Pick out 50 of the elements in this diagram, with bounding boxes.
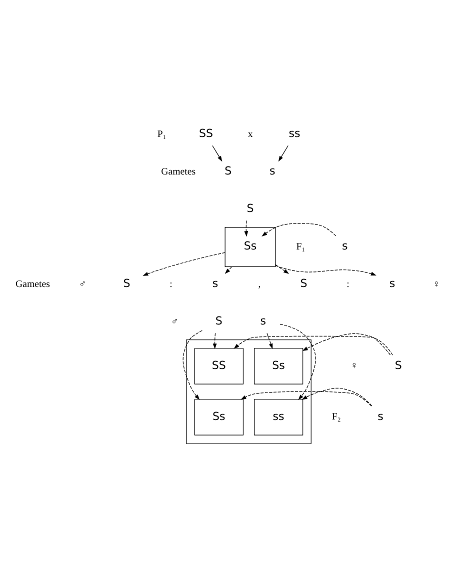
arrow — [302, 388, 372, 406]
arrow — [240, 391, 372, 406]
cluster — [186, 339, 312, 444]
label: x — [248, 128, 253, 140]
label: P₁ — [157, 128, 166, 140]
arrow — [142, 252, 226, 276]
label: ♂ — [171, 316, 178, 328]
node-box: ss — [254, 399, 304, 436]
node-text: S — [246, 202, 254, 216]
node-text: S — [300, 277, 308, 290]
node-box: SS — [194, 348, 244, 384]
arrow — [182, 330, 202, 400]
label: ♀ — [432, 278, 440, 290]
node-text: SS — [199, 127, 214, 140]
node-text: s — [270, 164, 276, 178]
node-box: Ss — [254, 348, 304, 384]
label: F₂ — [332, 412, 341, 423]
label: : — [346, 278, 350, 290]
label: Gametes — [16, 278, 50, 290]
label: : — [170, 278, 172, 290]
arrow — [244, 220, 248, 237]
label: F₁ — [296, 241, 306, 252]
cluster — [224, 227, 276, 267]
arrow — [224, 266, 232, 274]
node-box: Ss — [194, 399, 244, 436]
label: Gametes — [161, 166, 196, 178]
arrow — [302, 333, 391, 356]
arrow — [278, 145, 288, 162]
node-text: S — [224, 164, 232, 178]
label: , — [258, 278, 261, 290]
arrow — [275, 265, 376, 276]
arrow — [234, 336, 393, 356]
arrow — [280, 324, 316, 400]
node-text: Ss — [244, 240, 257, 253]
node-text: S — [123, 277, 130, 290]
node-text: S — [215, 314, 222, 328]
arrow — [262, 223, 336, 236]
label: ♂ — [78, 278, 86, 290]
node-text: s — [342, 240, 348, 253]
node-text: ss — [288, 127, 300, 140]
arrow — [212, 332, 217, 350]
label: ♀ — [350, 360, 358, 372]
node-text: s — [212, 277, 218, 290]
node-text: s — [389, 277, 396, 290]
node-text: S — [394, 358, 402, 372]
node-text: s — [260, 314, 266, 328]
arrow — [266, 332, 273, 350]
arrow — [212, 145, 222, 162]
arrow — [275, 264, 290, 274]
node-text: s — [378, 410, 384, 423]
